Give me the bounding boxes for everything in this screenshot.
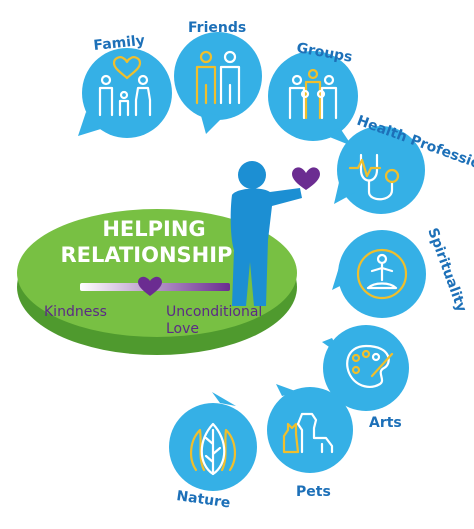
disc-top — [17, 209, 297, 337]
scale-right-label-line2: Love — [166, 321, 199, 337]
scale-right-label-line1: Unconditional — [166, 304, 262, 320]
family-icon — [98, 56, 152, 117]
friends-bubble: Friends — [174, 20, 262, 134]
friends-label: Friends — [188, 20, 246, 36]
family-bubble: Family — [78, 33, 172, 138]
arts-label: Arts — [369, 415, 402, 431]
helping-relationships-disc: HELPING RELATIONSHIPS Kindness Unconditi… — [17, 209, 297, 355]
health-professionals-bubble: Health Professionals — [334, 113, 474, 214]
groups-bubble: Groups — [268, 40, 358, 146]
nature-bubble: Nature — [169, 392, 257, 512]
pets-bubble: Pets — [267, 384, 353, 500]
center-title-line1: HELPING — [102, 217, 205, 241]
stethoscope-icon — [348, 153, 400, 201]
spirituality-label: Spirituality — [424, 226, 469, 314]
groups-icon — [288, 68, 338, 120]
leaf-icon — [190, 422, 236, 476]
meditation-icon — [356, 248, 408, 300]
cat-dog-icon — [282, 412, 334, 454]
offered-heart-icon — [292, 167, 320, 190]
helper-figure — [230, 161, 302, 306]
palette-icon — [346, 344, 394, 388]
spirituality-bubble: Spirituality — [332, 226, 469, 318]
nature-label: Nature — [175, 488, 231, 511]
family-label: Family — [93, 33, 146, 54]
friends-icon — [195, 50, 241, 105]
arts-bubble: Arts — [322, 325, 409, 431]
scale-heart-icon — [138, 276, 162, 296]
pets-label: Pets — [296, 484, 331, 500]
center-title-line2: RELATIONSHIPS — [60, 243, 247, 267]
scale-left-label: Kindness — [44, 304, 107, 320]
